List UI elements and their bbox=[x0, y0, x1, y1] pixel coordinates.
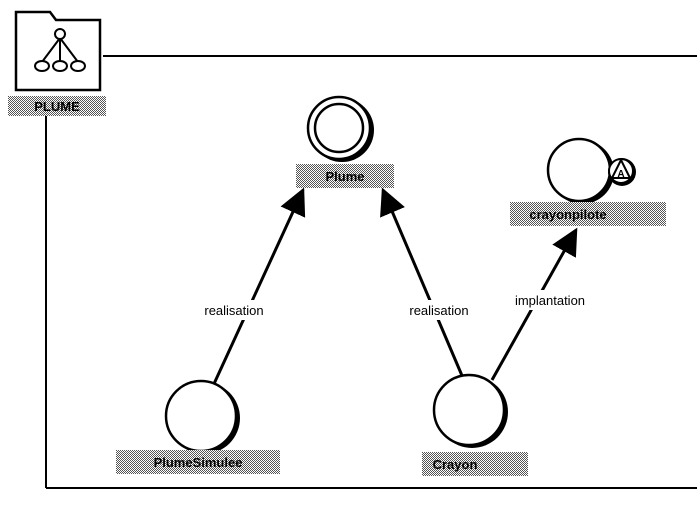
package-frame bbox=[45, 55, 697, 489]
package-name: PLUME bbox=[34, 99, 80, 114]
class-label: Plume bbox=[325, 169, 364, 184]
class-label: crayonpilote bbox=[529, 207, 606, 222]
edge-label-realisation: realisation bbox=[409, 303, 468, 318]
edge-plumesimulee-plume[interactable]: realisation bbox=[190, 187, 306, 387]
class-node-crayon[interactable]: Crayon bbox=[422, 373, 528, 476]
edge-crayon-crayonpilote[interactable]: implantation bbox=[490, 227, 602, 381]
edge-label-implantation: implantation bbox=[515, 293, 585, 308]
class-label: PlumeSimulee bbox=[154, 455, 243, 470]
edge-crayon-plume[interactable]: realisation bbox=[380, 187, 483, 379]
class-label: Crayon bbox=[433, 457, 478, 472]
adornment-icon: A bbox=[608, 157, 636, 186]
class-node-crayonpilote[interactable]: A crayonpilote bbox=[510, 137, 666, 226]
class-category-icon[interactable] bbox=[14, 10, 102, 92]
edge-label-realisation: realisation bbox=[204, 303, 263, 318]
class-node-plume[interactable]: Plume bbox=[296, 95, 394, 188]
package-name-label: PLUME bbox=[8, 96, 106, 116]
class-node-plumesimulee[interactable]: PlumeSimulee bbox=[116, 379, 280, 474]
adornment-letter: A bbox=[617, 169, 624, 180]
